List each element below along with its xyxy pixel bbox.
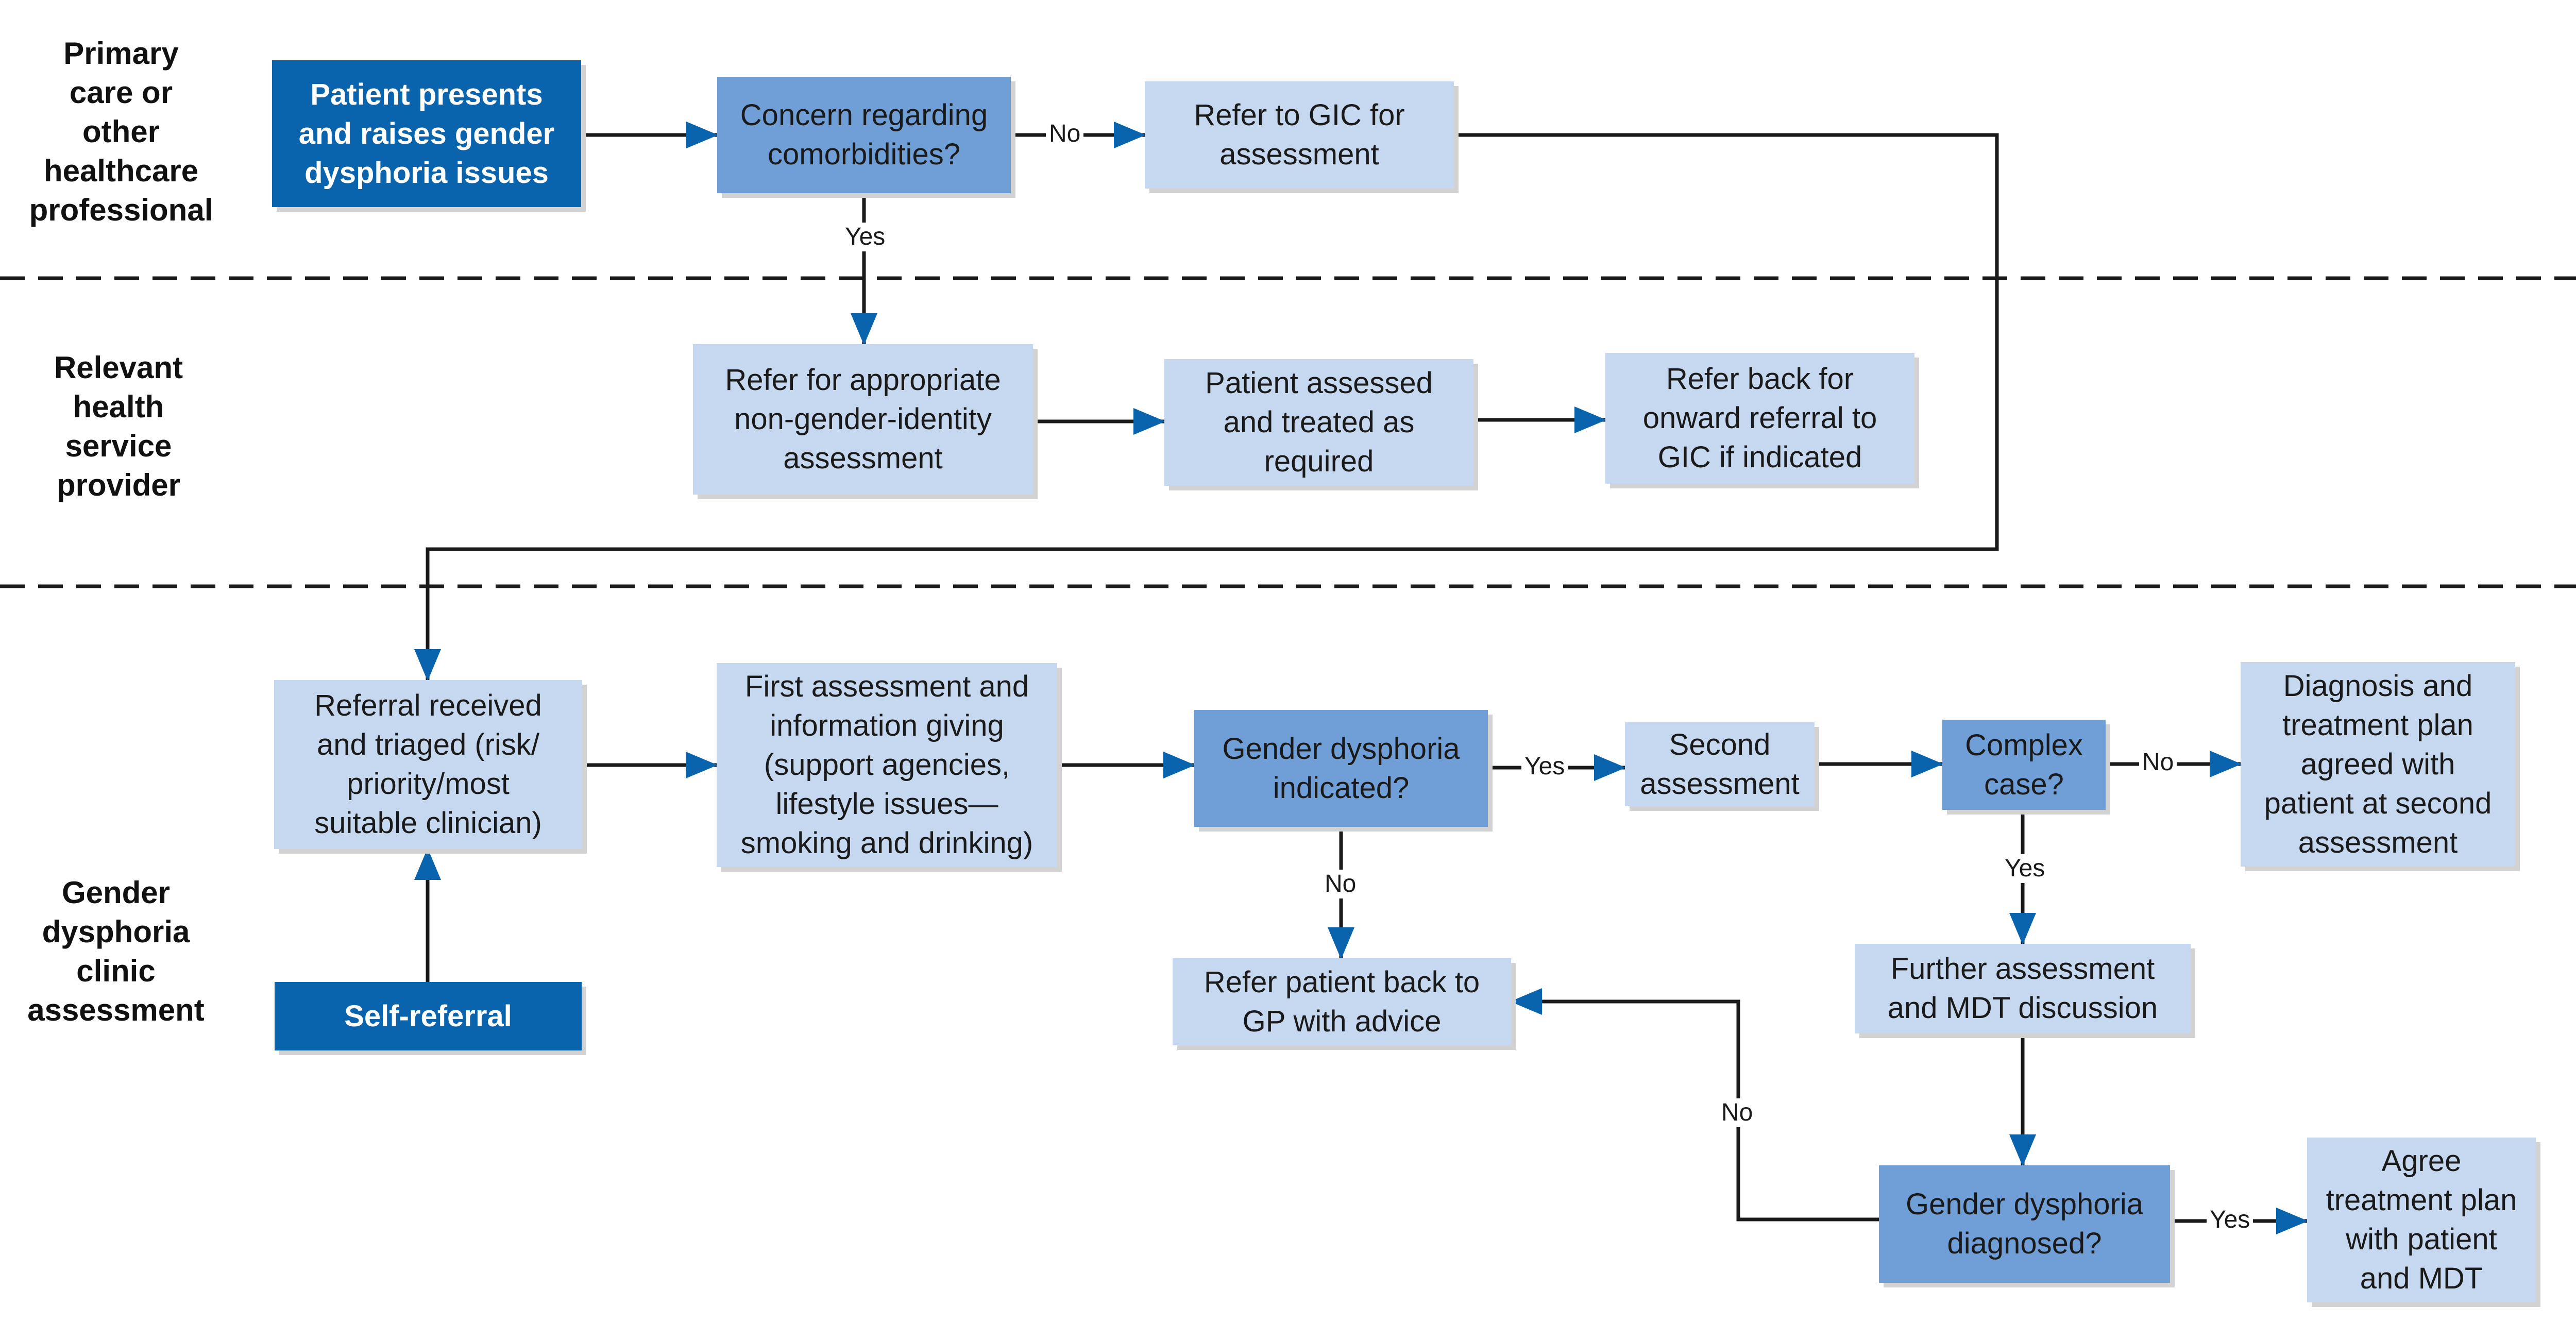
edge-label-indicated-yes: Yes [1521, 752, 1568, 781]
concern-comorbidities-decision: Concern regarding comorbidities? [717, 77, 1011, 193]
edge-label-complex-yes: Yes [2002, 854, 2048, 883]
edge-label-complex-no: No [2139, 748, 2177, 777]
complex-case-decision: Complex case? [1942, 720, 2106, 810]
gender-dysphoria-indicated-decision: Gender dysphoria indicated? [1194, 710, 1488, 827]
arrow-gic-to-referral [414, 133, 1999, 681]
edge-label-concern-yes: Yes [842, 223, 889, 251]
agree-treatment-plan-box: Agree treatment plan with patient and MD… [2307, 1138, 2536, 1302]
edge-label-diagnosed-yes: Yes [2207, 1206, 2253, 1234]
refer-back-onward-box: Refer back for onward referral to GIC if… [1605, 353, 1914, 484]
lane-label-relevant-provider: Relevant health service provider [54, 350, 183, 502]
diagnosis-treatment-plan-box: Diagnosis and treatment plan agreed with… [2241, 662, 2515, 867]
arrow-diagnosed-no-to-gp [1510, 988, 1879, 1222]
patient-presents-box: Patient presents and raises gender dysph… [272, 60, 581, 207]
refer-non-gender-identity-box: Refer for appropriate non-gender-identit… [693, 344, 1033, 495]
lane-label-gender-clinic: Gender dysphoria clinic assessment [27, 875, 205, 1027]
edge-label-concern-no: No [1046, 120, 1084, 148]
lane-label-primary-care: Primary care or other healthcare profess… [29, 36, 213, 227]
gender-dysphoria-diagnosed-decision: Gender dysphoria diagnosed? [1879, 1165, 2170, 1283]
refer-patient-back-gp-box: Refer patient back to GP with advice [1173, 958, 1511, 1045]
second-assessment-box: Second assessment [1625, 722, 1815, 806]
self-referral-box: Self-referral [275, 982, 582, 1050]
first-assessment-box: First assessment and information giving … [717, 663, 1057, 867]
patient-assessed-treated-box: Patient assessed and treated as required [1164, 359, 1473, 486]
edge-label-diagnosed-no: No [1718, 1098, 1756, 1127]
referral-received-triaged-box: Referral received and triaged (risk/ pri… [274, 680, 582, 849]
refer-to-gic-box: Refer to GIC for assessment [1145, 81, 1454, 189]
edge-label-indicated-no: No [1321, 870, 1360, 898]
further-assessment-mdt-box: Further assessment and MDT discussion [1855, 944, 2191, 1033]
